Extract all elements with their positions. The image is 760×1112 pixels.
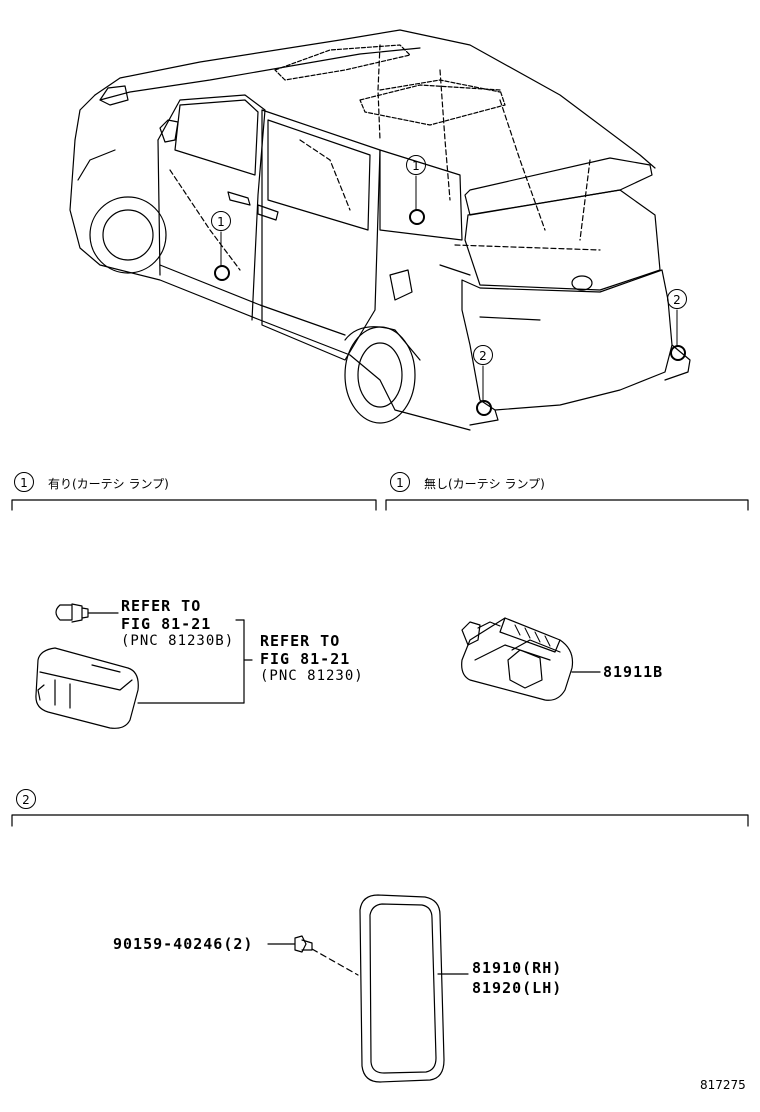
- callout-leaders: [220, 175, 678, 402]
- bulb-reference-line-3: (PNC 81230B): [121, 633, 235, 649]
- bulb-reference-line-1: REFER TO: [121, 597, 202, 615]
- section-dividers: [11, 499, 749, 827]
- lamp-reference-line-2: FIG 81-21: [260, 650, 351, 668]
- lamp-reference-line-3: (PNC 81230): [260, 668, 364, 684]
- figure-number: 817275: [700, 1078, 746, 1092]
- reflector-rh-part-number: 81910(RH): [472, 959, 563, 977]
- lamp-reference-line-1: REFER TO: [260, 632, 341, 650]
- lamp-cover-drawing: [461, 617, 601, 701]
- section-1-left-callout: 1: [14, 472, 34, 492]
- callout-1-lower: 1: [211, 211, 231, 231]
- bulb-reference-line-2: FIG 81-21: [121, 615, 212, 633]
- section-2-callout: 2: [16, 789, 36, 809]
- section-1-right-callout: 1: [390, 472, 410, 492]
- courtesy-lamp-drawing: [35, 619, 253, 729]
- section-1-left-title: 有り(カーテシ ランプ): [48, 477, 169, 491]
- lamp-location-markers: [214, 209, 686, 416]
- vehicle-outline: [69, 29, 691, 431]
- callout-2-right: 2: [667, 289, 687, 309]
- reflector-drawing: [359, 894, 469, 1083]
- callout-1-upper: 1: [406, 155, 426, 175]
- section-1-right-title: 無し(カーテシ ランプ): [424, 477, 545, 491]
- courtesy-bulb-drawing: [55, 603, 119, 623]
- cover-part-number: 81911B: [603, 663, 664, 681]
- screw-part-number: 90159-40246(2): [113, 935, 254, 953]
- screw-drawing: [267, 935, 359, 976]
- callout-2-center: 2: [473, 345, 493, 365]
- reflector-lh-part-number: 81920(LH): [472, 979, 563, 997]
